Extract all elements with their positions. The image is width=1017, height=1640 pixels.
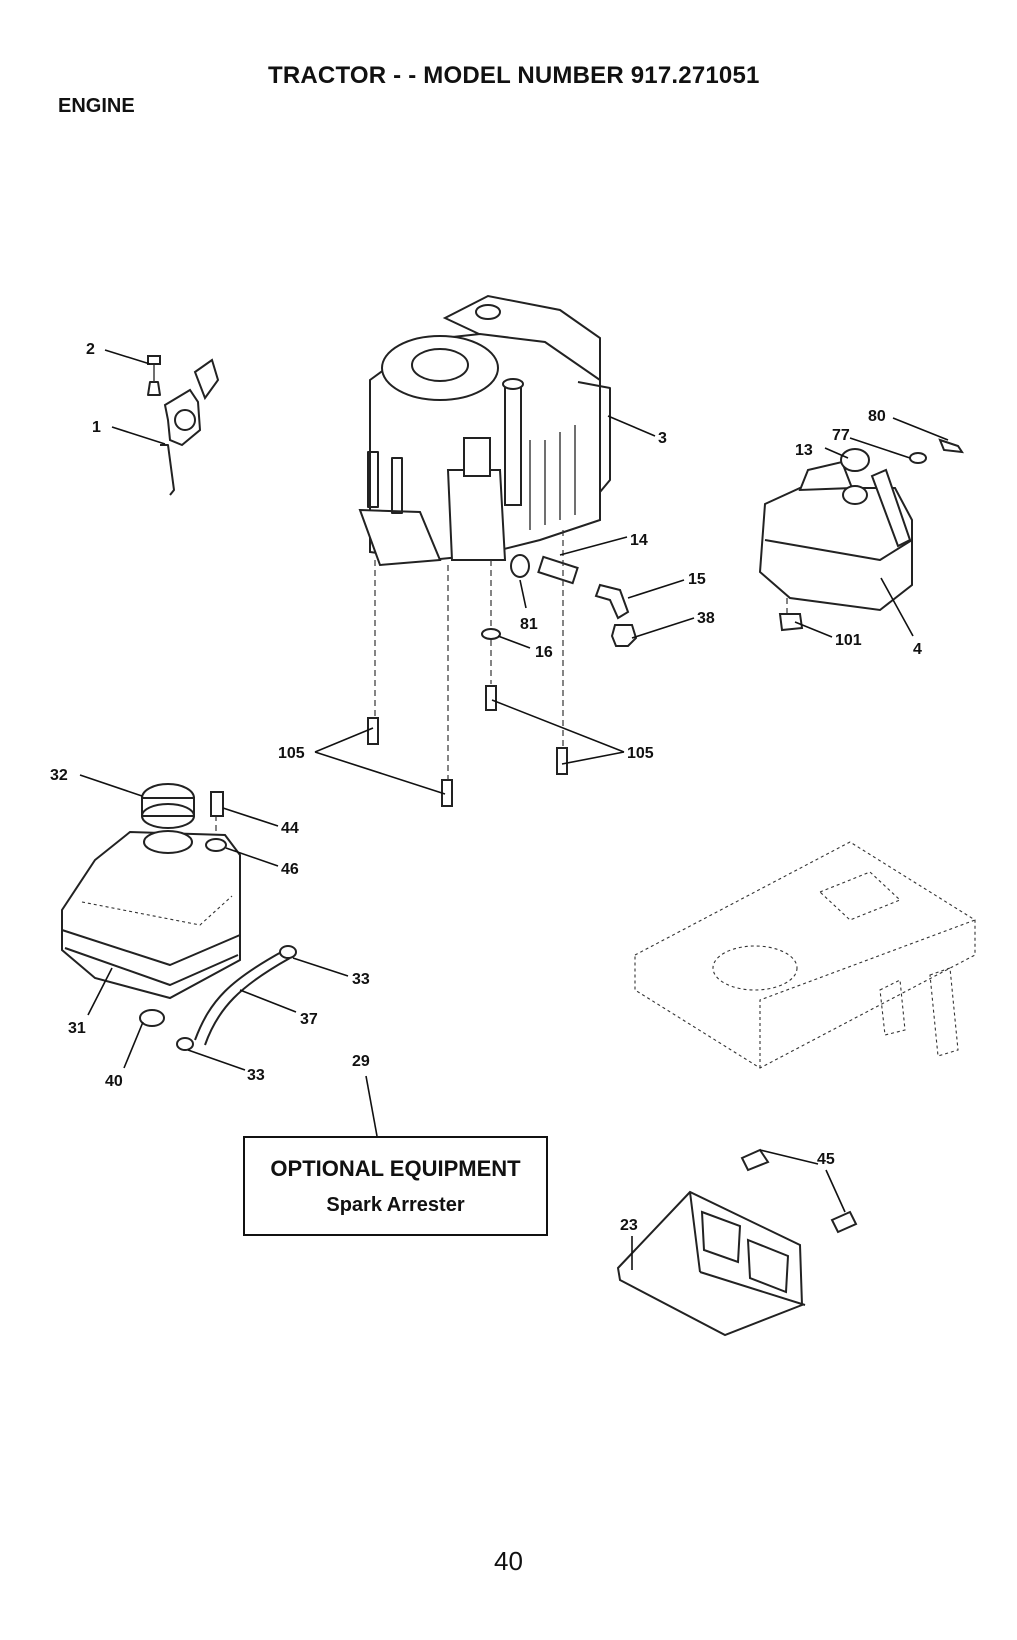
optional-equipment-subtitle: Spark Arrester <box>245 1194 546 1217</box>
callout-13: 13 <box>795 442 813 459</box>
callout-80: 80 <box>868 408 886 425</box>
spark-arrester <box>618 1150 856 1335</box>
callout-37: 37 <box>300 1011 318 1028</box>
callout-29: 29 <box>352 1053 370 1070</box>
page-number: 40 <box>0 1546 1017 1577</box>
fuel-tank-assembly <box>62 784 296 1050</box>
mounting-plate-reference <box>635 842 975 1068</box>
callout-81: 81 <box>520 616 538 633</box>
callout-77: 77 <box>832 427 850 444</box>
callout-38: 38 <box>697 610 715 627</box>
engine <box>360 296 610 565</box>
callout-32: 32 <box>50 767 68 784</box>
callout-4: 4 <box>913 641 922 658</box>
callout-45: 45 <box>817 1151 835 1168</box>
callout-105-right: 105 <box>627 745 654 762</box>
callout-2: 2 <box>86 341 95 358</box>
callout-16: 16 <box>535 644 553 661</box>
callout-31: 31 <box>68 1020 86 1037</box>
optional-equipment-box: OPTIONAL EQUIPMENT Spark Arrester <box>243 1136 548 1236</box>
muffler-assembly <box>760 440 962 630</box>
callout-105-left: 105 <box>278 745 305 762</box>
throttle-control-assembly <box>148 356 218 495</box>
callout-15: 15 <box>688 571 706 588</box>
fuel-fittings <box>482 555 636 646</box>
callout-44: 44 <box>281 820 299 837</box>
callout-14: 14 <box>630 532 648 549</box>
callout-33-lower: 33 <box>247 1067 265 1084</box>
optional-equipment-title: OPTIONAL EQUIPMENT <box>245 1156 546 1182</box>
callout-33-upper: 33 <box>352 971 370 988</box>
callout-46: 46 <box>281 861 299 878</box>
mounting-bolts <box>368 686 567 806</box>
callout-23: 23 <box>620 1217 638 1234</box>
callout-3: 3 <box>658 430 667 447</box>
callout-1: 1 <box>92 419 101 436</box>
callout-101: 101 <box>835 632 862 649</box>
callout-40: 40 <box>105 1073 123 1090</box>
